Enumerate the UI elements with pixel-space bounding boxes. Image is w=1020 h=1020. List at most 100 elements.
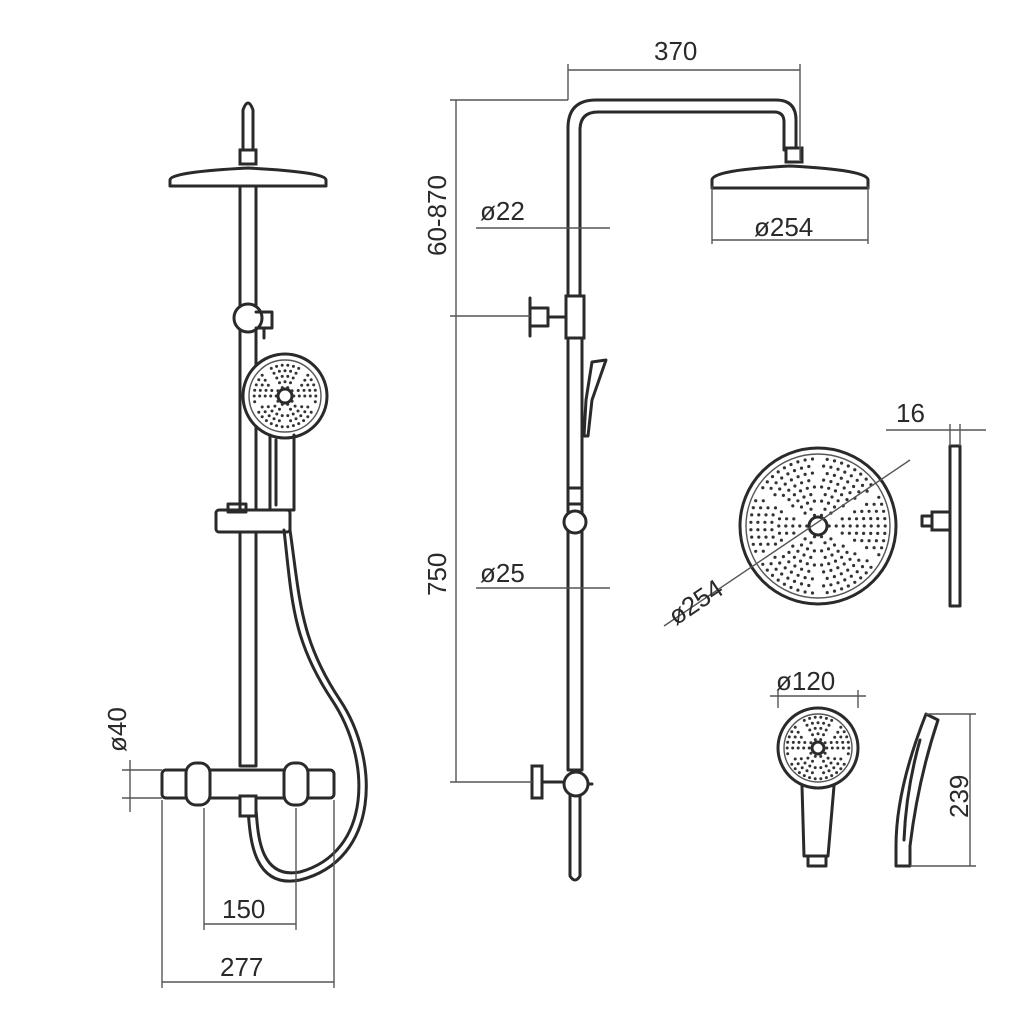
nozzle-dot — [258, 388, 262, 392]
nozzle-dot — [827, 769, 831, 773]
nozzle-dot — [800, 567, 804, 571]
nozzle-dot — [800, 766, 804, 770]
nozzle-dot — [852, 563, 856, 568]
nozzle-dot — [847, 746, 851, 750]
nozzle-dot — [819, 777, 823, 781]
nozzle-dot — [766, 542, 770, 546]
nozzle-dot — [761, 562, 765, 566]
nozzle-dot — [791, 504, 795, 508]
nozzle-dot — [764, 513, 768, 517]
nozzle-dot — [286, 414, 290, 418]
nozzle-dot — [270, 409, 274, 413]
nozzle-dot — [819, 754, 823, 758]
nozzle-dot — [823, 741, 827, 745]
nozzle-dot — [275, 412, 279, 416]
side-dim-370-line — [567, 64, 801, 160]
nozzle-dot — [796, 573, 800, 577]
nozzle-dot — [766, 506, 770, 510]
nozzle-dot — [254, 383, 258, 387]
front-dim-277-line — [161, 800, 335, 988]
nozzle-dot — [269, 422, 273, 426]
nozzle-dot — [867, 539, 871, 543]
nozzle-dot — [855, 478, 859, 482]
nozzle-dot — [782, 466, 787, 470]
nozzle-dot — [830, 774, 834, 778]
nozzle-dot — [819, 726, 823, 730]
nozzle-dot — [258, 394, 262, 398]
nozzle-dot — [260, 415, 264, 419]
nozzle-dot — [785, 517, 789, 521]
nozzle-dot — [860, 539, 864, 543]
nozzle-dot — [827, 723, 831, 727]
nozzle-dot — [812, 563, 817, 567]
nozzle-dot — [272, 371, 276, 375]
nozzle-dot — [297, 366, 301, 370]
nozzle-dot — [876, 517, 880, 521]
nozzle-dot — [798, 559, 803, 563]
dim-o120-label: ø120 — [776, 666, 835, 696]
nozzle-dot — [841, 740, 845, 744]
nozzle-dot — [799, 466, 804, 470]
nozzle-dot — [751, 506, 755, 510]
nozzle-dot — [779, 538, 784, 542]
nozzle-dot — [822, 584, 826, 588]
side-diverter-handle — [528, 296, 568, 338]
nozzle-dot — [291, 412, 295, 416]
front-mixer-knob-left — [184, 761, 212, 807]
nozzle-dot — [759, 542, 763, 546]
nozzle-dot — [805, 501, 810, 505]
nozzle-dot — [809, 541, 813, 545]
nozzle-dot — [797, 740, 801, 744]
dim-150-label: 150 — [222, 894, 265, 924]
nozzle-dot — [829, 583, 833, 587]
dim-60-870-label: 60-870 — [422, 175, 452, 256]
nozzle-dot — [306, 383, 310, 387]
nozzle-dot — [257, 378, 261, 382]
nozzle-dot — [803, 458, 807, 462]
nozzle-dot — [770, 475, 775, 479]
nozzle-dot — [792, 469, 797, 473]
nozzle-dot — [847, 531, 852, 535]
nozzle-dot — [819, 738, 823, 742]
nozzle-dot — [813, 738, 817, 742]
nozzle-dot — [846, 464, 850, 468]
nozzle-dot — [832, 543, 837, 547]
nozzle-dot — [776, 470, 780, 474]
nozzle-dot — [834, 524, 838, 528]
nozzle-dot — [825, 472, 829, 476]
nozzle-dot — [780, 572, 784, 576]
nozzle-dot — [865, 559, 869, 563]
nozzle-dot — [823, 555, 827, 560]
nozzle-dot — [874, 509, 879, 513]
nozzle-dot — [839, 476, 843, 480]
detail-hand-handle — [800, 784, 836, 858]
nozzle-dot — [874, 539, 879, 543]
nozzle-dot — [819, 715, 823, 719]
nozzle-dot — [783, 482, 787, 486]
nozzle-dot — [835, 771, 839, 775]
nozzle-dot — [865, 489, 869, 493]
side-dim-o254-line — [711, 186, 869, 244]
nozzle-dot — [852, 484, 856, 489]
nozzle-dot — [273, 404, 277, 408]
front-mixer-outlet — [238, 794, 258, 818]
nozzle-dot — [799, 735, 803, 739]
nozzle-dot — [823, 493, 827, 497]
nozzle-dot — [846, 568, 850, 572]
nozzle-dot — [769, 562, 773, 566]
nozzle-dot — [763, 528, 767, 532]
nozzle-dot — [791, 746, 795, 750]
nozzle-dot — [756, 520, 760, 524]
nozzle-dot — [297, 422, 301, 426]
nozzle-dot — [754, 549, 758, 553]
nozzle-dot — [796, 460, 800, 464]
nozzle-dot — [826, 501, 831, 505]
front-diverter-lever — [254, 310, 274, 340]
nozzle-dot — [757, 535, 761, 539]
nozzle-dot — [877, 495, 881, 499]
nozzle-dot — [309, 410, 313, 414]
nozzle-dot — [761, 549, 765, 553]
nozzle-dot — [808, 764, 812, 768]
nozzle-dot — [882, 509, 886, 513]
nozzle-dot — [263, 394, 267, 398]
